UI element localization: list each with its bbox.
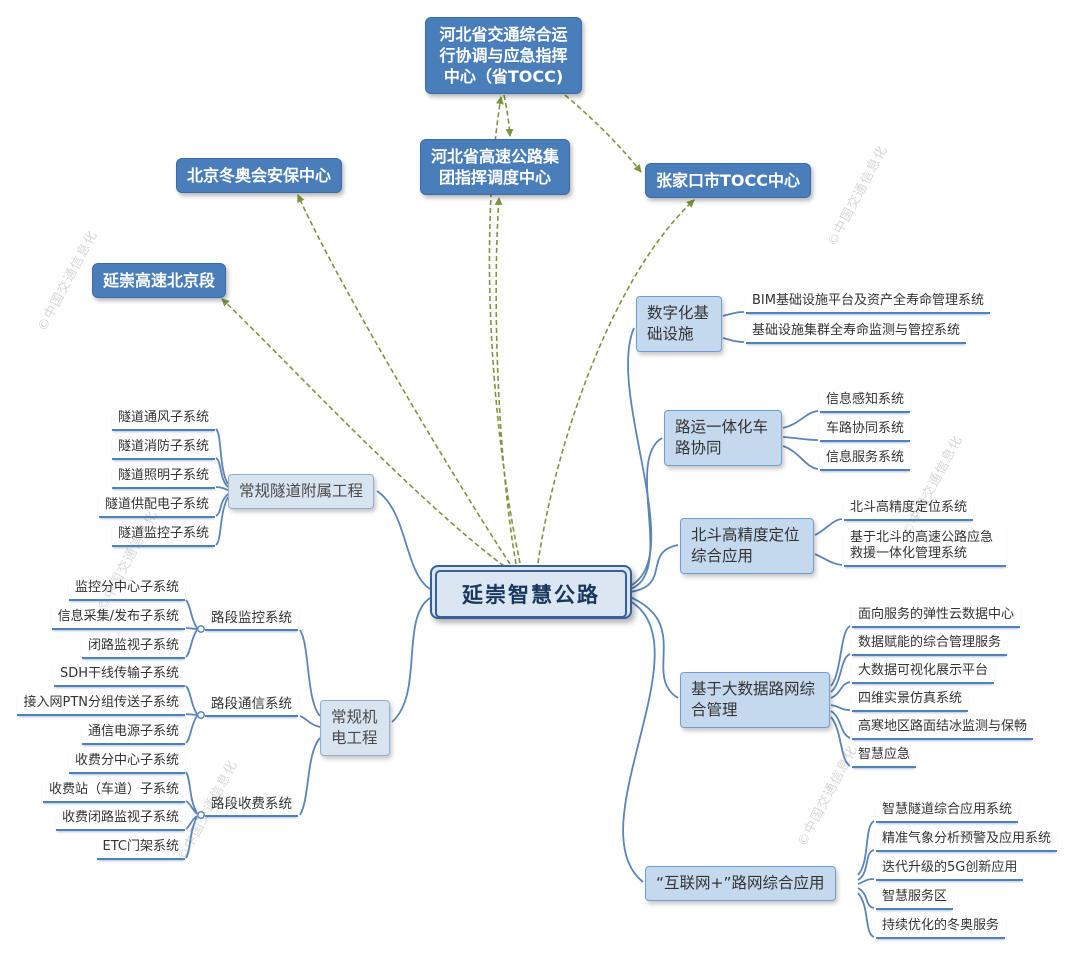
branch-mechanical-electrical: 常规机电工程 <box>320 700 390 756</box>
leaf-item: 精准气象分析预警及应用系统 <box>876 829 1058 852</box>
leaf-item: 信息服务系统 <box>820 448 911 471</box>
collapse-circle <box>197 711 205 719</box>
branch-tunnel-auxiliary: 常规隧道附属工程 <box>228 474 375 509</box>
leaf-item: 持续优化的冬奥服务 <box>876 916 1006 939</box>
node-yanchong-expressway-beijing-section: 延崇高速北京段 <box>92 263 227 298</box>
leaf-item: 车路协同系统 <box>820 419 911 442</box>
leaf-item: 通信电源子系统 <box>81 722 185 745</box>
collapse-circle <box>197 811 205 819</box>
leaf-item: BIM基础设施平台及资产全寿命管理系统 <box>746 291 990 314</box>
leaf-item: 隧道通风子系统 <box>111 408 215 431</box>
leaf-item: 隧道照明子系统 <box>111 466 215 489</box>
branch-vehicle-road-coordination: 路运一体化车路协同 <box>664 410 782 466</box>
leaf-item: ETC门架系统 <box>96 837 185 860</box>
center-node-yanchong-smart-highway: 延崇智慧公路 <box>430 565 632 619</box>
leaf-item: 信息感知系统 <box>820 390 911 413</box>
leaf-item: SDH干线传输子系统 <box>53 664 185 687</box>
node-provincial-tocc: 河北省交通综合运行协调与应急指挥中心（省TOCC) <box>425 17 582 94</box>
leaf-item: 迭代升级的5G创新应用 <box>876 858 1024 881</box>
node-zhangjiakou-tocc-center: 张家口市TOCC中心 <box>645 163 812 198</box>
leaf-item: 收费分中心子系统 <box>68 751 185 774</box>
leaf-item: 基于北斗的高速公路应急救援一体化管理系统 <box>844 528 1006 567</box>
group-road-monitoring: 路段监控系统 <box>205 608 298 631</box>
branch-digital-infrastructure: 数字化基础设施 <box>636 296 722 352</box>
leaf-item: 四维实景仿真系统 <box>852 689 969 712</box>
leaf-item: 大数据可视化展示平台 <box>852 661 995 684</box>
leaf-item: 北斗高精度定位系统 <box>844 498 974 521</box>
group-road-communication: 路段通信系统 <box>205 694 298 717</box>
leaf-item: 接入网PTN分组传送子系统 <box>17 693 185 716</box>
node-beijing-olympics-security-center: 北京冬奥会安保中心 <box>176 158 343 193</box>
leaf-item: 闭路监视子系统 <box>81 636 185 659</box>
leaf-item: 面向服务的弹性云数据中心 <box>852 605 1021 628</box>
collapse-circle <box>197 625 205 633</box>
leaf-item: 监控分中心子系统 <box>68 578 185 601</box>
center-node-label: 延崇智慧公路 <box>435 570 627 618</box>
leaf-item: 高寒地区路面结冰监测与保畅 <box>852 717 1034 740</box>
leaf-item: 智慧应急 <box>852 745 917 768</box>
branch-beidou-positioning: 北斗高精度定位综合应用 <box>680 518 814 574</box>
leaf-item: 隧道供配电子系统 <box>98 495 215 518</box>
leaf-item: 智慧隧道综合应用系统 <box>876 800 1019 823</box>
leaf-item: 收费站（车道）子系统 <box>42 780 185 803</box>
branch-internet-plus: “互联网+”路网综合应用 <box>645 866 836 901</box>
leaf-item: 收费闭路监视子系统 <box>55 808 185 831</box>
leaf-item: 隧道监控子系统 <box>111 524 215 547</box>
leaf-item: 信息采集/发布子系统 <box>51 607 185 630</box>
leaf-item: 智慧服务区 <box>876 887 954 910</box>
group-road-toll: 路段收费系统 <box>205 794 298 817</box>
leaf-item: 隧道消防子系统 <box>111 437 215 460</box>
leaf-item: 数据赋能的综合管理服务 <box>852 633 1008 656</box>
branch-big-data-management: 基于大数据路网综合管理 <box>680 672 830 728</box>
node-hebei-expressway-group-dispatch-center: 河北省高速公路集团指挥调度中心 <box>420 139 570 195</box>
leaf-item: 基础设施集群全寿命监测与管控系统 <box>746 321 967 344</box>
